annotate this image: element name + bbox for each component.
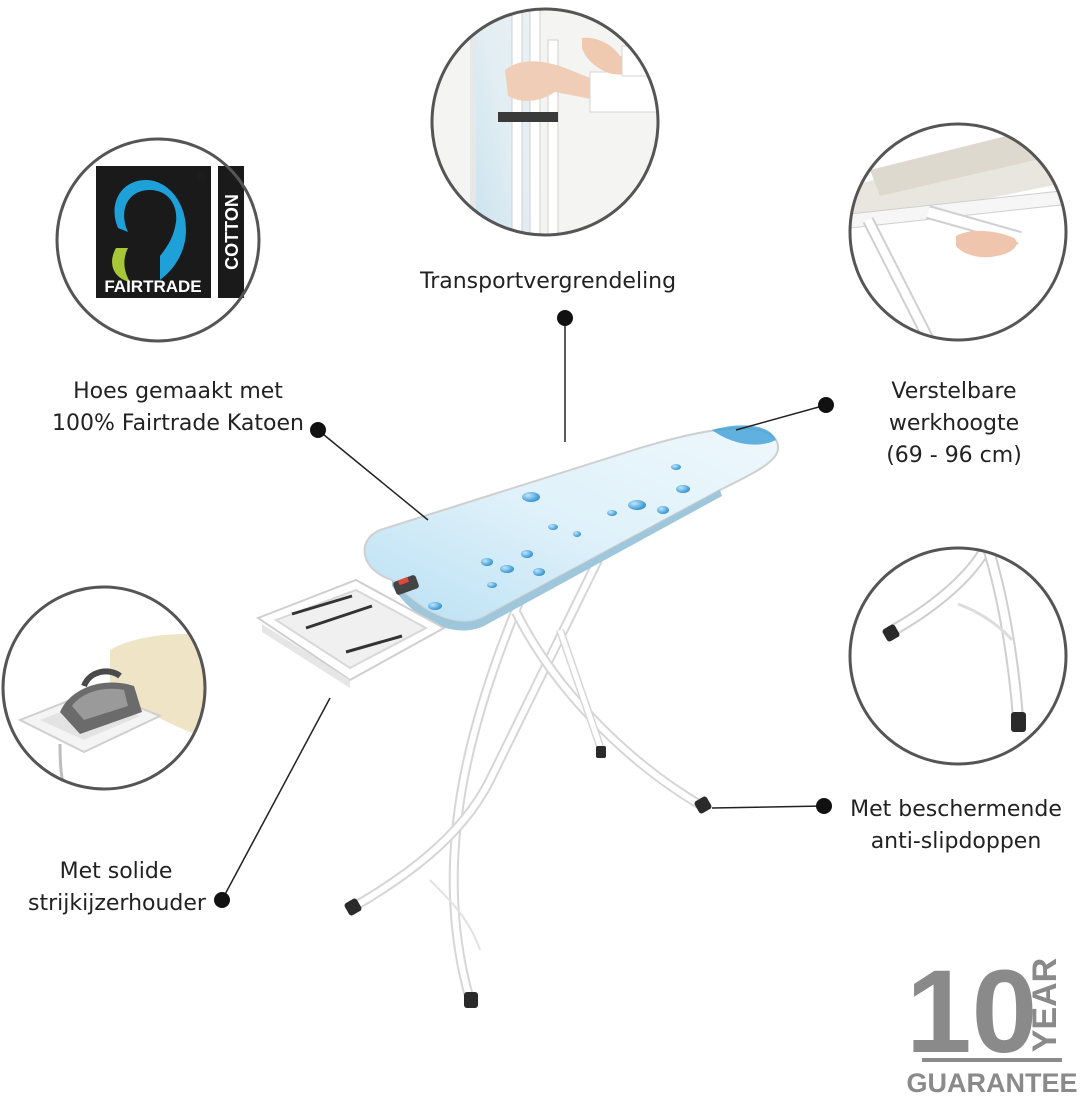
height-adjust-circle — [848, 122, 1068, 342]
height-label: Verstelbare werkhoogte (69 - 96 cm) — [868, 376, 1040, 472]
height-line-2: werkhoogte — [888, 411, 1020, 436]
guarantee-number: 10 — [906, 946, 1037, 1078]
cotton-word: COTTON — [222, 194, 242, 270]
fairtrade-circle: FAIRTRADE COTTON ® — [55, 137, 261, 343]
transport-lock-label: Transportvergrendeling — [420, 266, 677, 298]
fairtrade-logo: FAIRTRADE COTTON ® — [96, 166, 244, 298]
iron-holder-line-1: Met solide — [59, 859, 173, 884]
callout-leaders — [214, 310, 834, 908]
cover-line-1: Hoes gemaakt met — [73, 379, 283, 404]
feet-label: Met beschermende anti-slipdoppen — [850, 794, 1062, 858]
guarantee-word: GUARANTEE — [906, 1068, 1077, 1098]
droplets — [428, 464, 690, 610]
transport-lock-text: Transportvergrendeling — [420, 269, 677, 294]
guarantee-badge: 10 YEAR GUARANTEE — [906, 946, 1078, 1098]
board-legs — [344, 557, 712, 1008]
iron-holder-circle — [1, 585, 207, 791]
height-line-3: (69 - 96 cm) — [886, 443, 1022, 468]
board-cover — [363, 427, 779, 623]
guarantee-unit: YEAR — [1026, 958, 1064, 1052]
cover-line-2: 100% Fairtrade Katoen — [52, 411, 304, 436]
iron-rest — [255, 578, 447, 688]
transport-lock-circle — [430, 7, 660, 237]
iron-holder-line-2: strijkijzerhouder — [28, 891, 206, 916]
cover-label: Hoes gemaakt met 100% Fairtrade Katoen — [44, 376, 312, 440]
ironing-board — [255, 425, 779, 1008]
fairtrade-word: FAIRTRADE — [104, 277, 201, 296]
feet-circle — [848, 546, 1068, 766]
feet-line-2: anti-slipdoppen — [870, 829, 1042, 854]
registered-mark: ® — [196, 168, 206, 183]
height-line-1: Verstelbare — [891, 379, 1017, 404]
feet-line-1: Met beschermende — [850, 797, 1062, 822]
iron-holder-label: Met solide strijkijzerhouder — [28, 856, 206, 920]
